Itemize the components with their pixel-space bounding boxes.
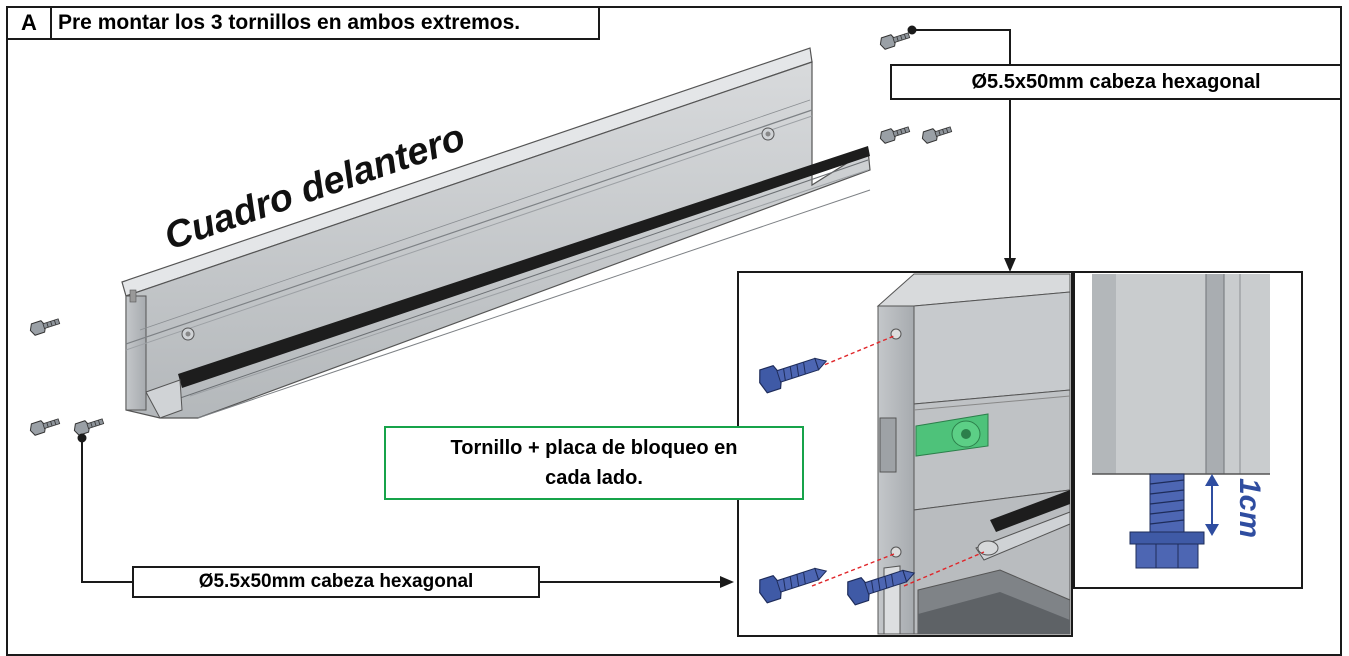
screw-icon (28, 414, 62, 437)
step-letter: A (8, 8, 52, 38)
callout-line-2: cada lado. (545, 467, 643, 489)
leader-line-top (907, 25, 1016, 272)
step-instruction: Pre montar los 3 tornillos en ambos extr… (58, 11, 521, 34)
screw-icon (878, 122, 912, 145)
lock-plate-callout: Tornillo + placa de bloqueo en cada lado… (384, 426, 804, 500)
screw-icon (72, 414, 106, 437)
step-header: A Pre montar los 3 tornillos en ambos ex… (6, 6, 601, 40)
measure-label: 1cm (1233, 478, 1266, 538)
front-frame-profile (121, 47, 871, 419)
callout-line-1: Tornillo + placa de bloqueo en (450, 437, 738, 459)
screw-spec-label-top: Ø5.5x50mm cabeza hexagonal (890, 64, 1342, 100)
screw-spec-label-bottom: Ø5.5x50mm cabeza hexagonal (132, 566, 540, 598)
screw-icon (878, 28, 912, 51)
screw-icon (28, 314, 62, 337)
screw-icon (920, 122, 954, 145)
detail-view-measure: 1cm (1073, 271, 1303, 589)
